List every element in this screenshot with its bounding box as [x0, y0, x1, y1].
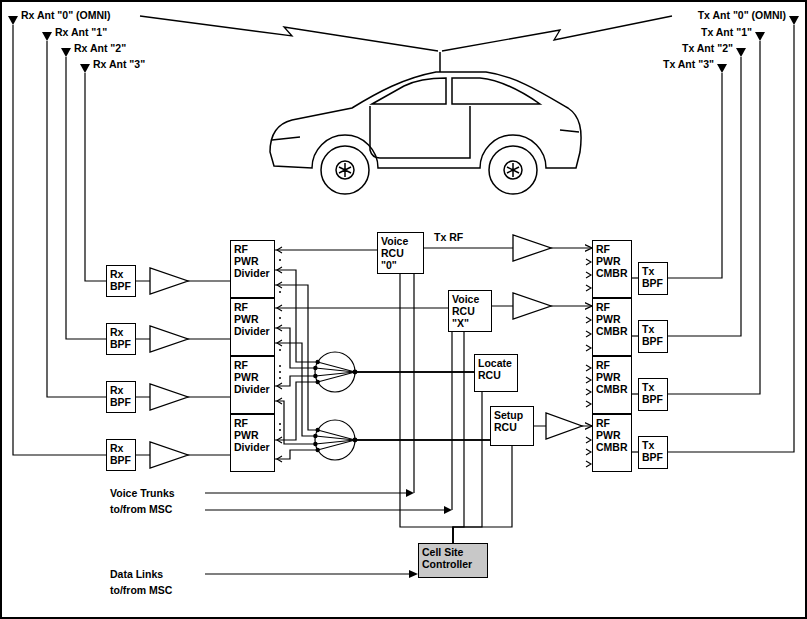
antenna-label: Rx Ant "0" (OMNI)	[21, 9, 110, 21]
amplifier-symbols	[150, 235, 582, 468]
signal-line	[275, 343, 490, 440]
node-label: RF PWR Divider	[234, 243, 271, 279]
signal-line	[275, 249, 377, 250]
combiner-box: RF PWR CMBR	[592, 356, 632, 414]
node-label: Rx BPF	[110, 268, 132, 292]
node-label: RF PWR CMBR	[596, 243, 628, 279]
signal-label: Tx RF	[434, 231, 463, 243]
node-label: RF PWR Divider	[234, 359, 271, 395]
filter-box: Tx BPF	[638, 320, 668, 353]
signal-line	[275, 401, 490, 444]
antenna-symbols	[8, 16, 799, 73]
filter-box: Rx BPF	[106, 381, 136, 413]
car-illustration	[270, 52, 581, 194]
signal-line	[275, 328, 474, 372]
node-label: RF PWR Divider	[234, 301, 271, 337]
filter-box: Tx BPF	[638, 436, 668, 469]
node-label: RF PWR CMBR	[596, 359, 628, 395]
filter-box: Rx BPF	[106, 439, 136, 471]
signal-line	[275, 285, 490, 440]
node-label: Setup RCU	[494, 409, 530, 433]
divider-box: RF PWR Divider	[230, 356, 275, 414]
node-label: Cell Site Controller	[422, 546, 484, 570]
signal-line	[400, 274, 453, 543]
node-label: RF PWR CMBR	[596, 301, 628, 337]
signal-line	[453, 392, 482, 543]
node-label: Tx BPF	[642, 439, 664, 463]
signal-line	[275, 440, 490, 459]
divider-box: RF PWR Divider	[230, 298, 275, 356]
rcu-box: Voice RCU "0"	[377, 232, 424, 274]
antenna-feeds	[13, 25, 794, 455]
antenna-label: Tx Ant "1"	[701, 26, 752, 38]
signal-line	[275, 372, 474, 386]
rcu-box: Voice RCU "X"	[448, 290, 492, 332]
node-label: Tx BPF	[642, 265, 664, 289]
node-label: Voice RCU "X"	[452, 293, 488, 329]
antenna-label: Rx Ant "2"	[74, 42, 126, 54]
antenna-label: Tx Ant "0" (OMNI)	[698, 9, 786, 21]
node-label: Rx BPF	[110, 384, 132, 408]
link-label: Data Links to/from MSC	[110, 566, 200, 598]
port-marks	[277, 247, 591, 467]
filter-box: Rx BPF	[106, 323, 136, 355]
filter-box: Tx BPF	[638, 262, 668, 295]
combiner-box: RF PWR CMBR	[592, 414, 632, 472]
filter-box: Tx BPF	[638, 378, 668, 411]
antenna-label: Tx Ant "3"	[663, 58, 714, 70]
radio-link	[140, 16, 672, 51]
node-label: Tx BPF	[642, 323, 664, 347]
antenna-label: Rx Ant "1"	[55, 26, 107, 38]
node-label: Rx BPF	[110, 326, 132, 350]
combiner-box: RF PWR CMBR	[592, 240, 632, 298]
antenna-label: Tx Ant "2"	[682, 42, 733, 54]
signal-line	[424, 247, 592, 248]
node-label: RF PWR Divider	[234, 417, 271, 453]
node-label: Voice RCU "0"	[381, 235, 420, 271]
signal-line	[453, 332, 464, 543]
combiner-box: RF PWR CMBR	[592, 298, 632, 356]
node-label: RF PWR CMBR	[596, 417, 628, 453]
controller-box: Cell Site Controller	[418, 543, 488, 578]
node-label: Locate RCU	[478, 357, 514, 381]
trunk-label: Voice Trunks to/from MSC	[110, 485, 200, 517]
divider-box: RF PWR Divider	[230, 240, 275, 298]
divider-box: RF PWR Divider	[230, 414, 275, 472]
rcu-box: Locate RCU	[474, 354, 518, 392]
signal-line	[275, 307, 448, 308]
rcu-box: Setup RCU	[490, 406, 534, 446]
trunk-lines	[205, 255, 452, 574]
node-label: Tx BPF	[642, 381, 664, 405]
signal-line	[275, 372, 474, 440]
node-label: Rx BPF	[110, 442, 132, 466]
signal-line	[453, 446, 512, 543]
antenna-label: Rx Ant "3"	[93, 58, 145, 70]
filter-box: Rx BPF	[106, 265, 136, 297]
